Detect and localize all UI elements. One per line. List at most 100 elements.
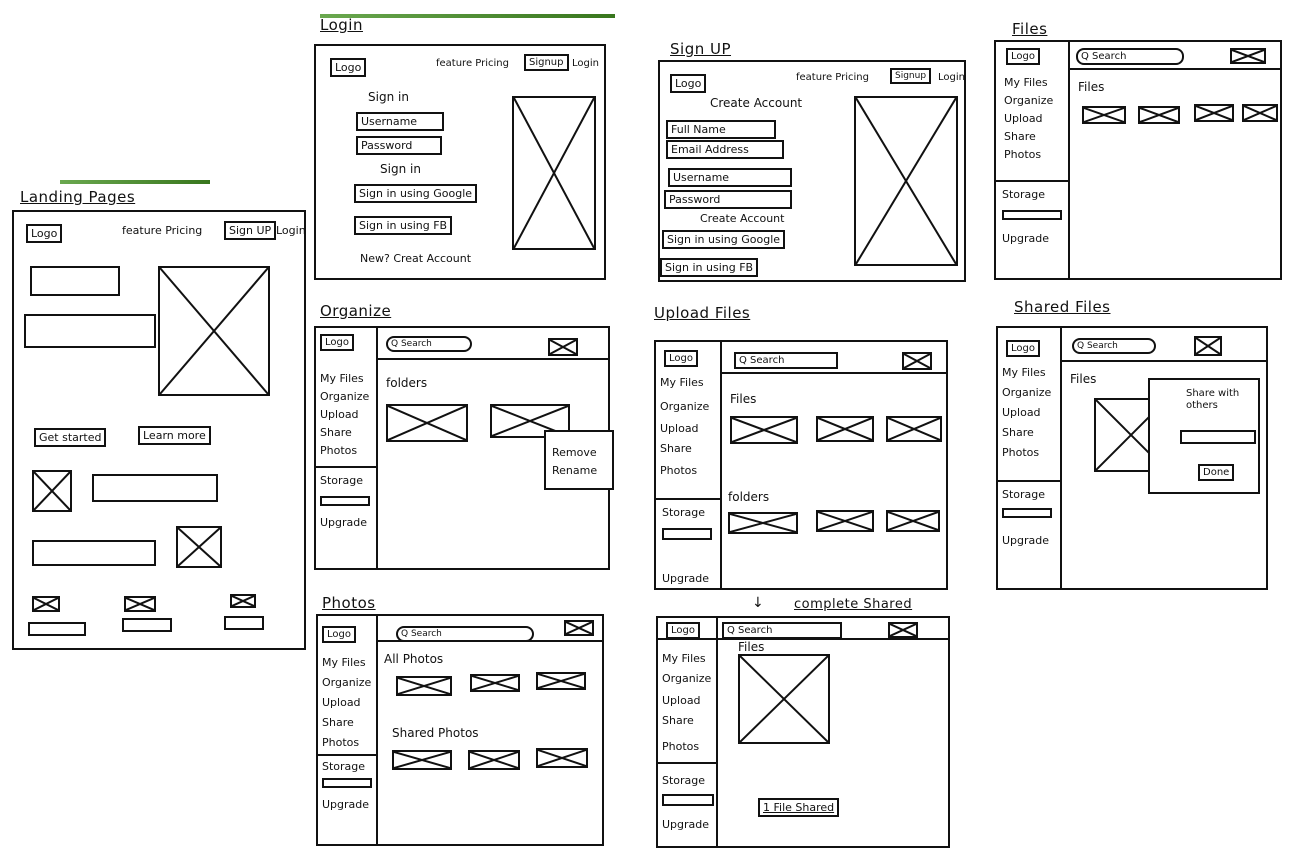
upgrade-link[interactable]: Upgrade — [662, 818, 710, 831]
mail-icon[interactable] — [1194, 336, 1222, 356]
sidebar-item-upload[interactable]: Upload — [660, 422, 699, 435]
logo[interactable]: Logo — [1006, 340, 1040, 357]
signup-button[interactable]: Signup — [524, 54, 569, 71]
sidebar-item-myfiles[interactable]: My Files — [322, 656, 366, 669]
sidebar-item-myfiles[interactable]: My Files — [1002, 366, 1046, 379]
file-thumbnail[interactable] — [886, 416, 942, 442]
mail-icon[interactable] — [902, 352, 932, 370]
search-input[interactable]: Q Search — [1072, 338, 1156, 354]
photo-thumbnail[interactable] — [470, 674, 520, 692]
sidebar-item-myfiles[interactable]: My Files — [1004, 76, 1048, 89]
upgrade-link[interactable]: Upgrade — [662, 572, 710, 585]
sidebar-item-organize[interactable]: Organize — [662, 672, 712, 685]
photo-thumbnail[interactable] — [536, 672, 586, 690]
learn-more-button[interactable]: Learn more — [138, 426, 211, 445]
sidebar-item-upload[interactable]: Upload — [1002, 406, 1041, 419]
folder-thumbnail[interactable] — [386, 404, 468, 442]
logo[interactable]: Logo — [322, 626, 356, 643]
create-account-label[interactable]: Create Account — [700, 212, 785, 225]
search-input[interactable]: Q Search — [734, 352, 838, 369]
sidebar-item-organize[interactable]: Organize — [320, 390, 370, 403]
login-link[interactable]: Login — [572, 58, 599, 69]
sidebar-item-upload[interactable]: Upload — [1004, 112, 1043, 125]
sidebar-item-photos[interactable]: Photos — [662, 740, 700, 753]
login-link[interactable]: Login — [276, 224, 306, 237]
sidebar-item-organize[interactable]: Organize — [660, 400, 710, 413]
fb-signin-button[interactable]: Sign in using FB — [660, 258, 759, 277]
sidebar-item-myfiles[interactable]: My Files — [320, 372, 364, 385]
file-thumbnail[interactable] — [730, 416, 798, 444]
photo-thumbnail[interactable] — [392, 750, 452, 770]
share-email-input[interactable] — [1180, 430, 1256, 444]
sidebar-item-photos[interactable]: Photos — [320, 444, 358, 457]
google-signin-button[interactable]: Sign in using Google — [354, 184, 478, 203]
sidebar-item-organize[interactable]: Organize — [1004, 94, 1054, 107]
upgrade-link[interactable]: Upgrade — [322, 798, 370, 811]
sidebar-item-photos[interactable]: Photos — [322, 736, 360, 749]
sidebar-item-share[interactable]: Share — [320, 426, 352, 439]
signup-button[interactable]: Sign UP — [224, 221, 277, 240]
folder-thumbnail[interactable] — [728, 512, 798, 534]
folder-thumbnail[interactable] — [816, 510, 874, 532]
username-field[interactable]: Username — [668, 168, 792, 187]
sidebar-item-share[interactable]: Share — [1004, 130, 1036, 143]
search-input[interactable]: Q Search — [722, 622, 842, 639]
fb-signin-button[interactable]: Sign in using FB — [354, 216, 453, 235]
upgrade-link[interactable]: Upgrade — [1002, 534, 1050, 547]
sidebar-item-photos[interactable]: Photos — [1004, 148, 1042, 161]
logo[interactable]: Logo — [320, 334, 354, 351]
sidebar-item-share[interactable]: Share — [662, 714, 694, 727]
logo[interactable]: Logo — [1006, 48, 1040, 65]
done-button[interactable]: Done — [1198, 464, 1235, 481]
logo[interactable]: Logo — [670, 74, 707, 93]
nav-links[interactable]: feature Pricing — [122, 224, 203, 237]
google-signin-button[interactable]: Sign in using Google — [662, 230, 786, 249]
logo[interactable]: Logo — [666, 622, 700, 639]
sidebar-item-photos[interactable]: Photos — [660, 464, 698, 477]
search-input[interactable]: Q Search — [1076, 48, 1184, 65]
password-field[interactable]: Password — [356, 136, 442, 155]
logo[interactable]: Logo — [664, 350, 698, 367]
file-thumbnail[interactable] — [1194, 104, 1234, 122]
file-thumbnail[interactable] — [816, 416, 874, 442]
sidebar-item-share[interactable]: Share — [660, 442, 692, 455]
file-thumbnail[interactable] — [1138, 106, 1180, 124]
sidebar-item-share[interactable]: Share — [1002, 426, 1034, 439]
sidebar-item-organize[interactable]: Organize — [322, 676, 372, 689]
mail-icon[interactable] — [548, 338, 578, 356]
sidebar-item-myfiles[interactable]: My Files — [660, 376, 704, 389]
rename-option[interactable]: Rename — [552, 464, 598, 477]
file-thumbnail[interactable] — [1242, 104, 1278, 122]
sidebar-item-photos[interactable]: Photos — [1002, 446, 1040, 459]
remove-option[interactable]: Remove — [552, 446, 597, 459]
email-field[interactable]: Email Address — [666, 140, 784, 159]
login-link[interactable]: Login — [938, 72, 965, 83]
signup-button[interactable]: Signup — [890, 68, 932, 84]
photo-thumbnail[interactable] — [396, 676, 452, 696]
folder-thumbnail[interactable] — [886, 510, 940, 532]
upgrade-link[interactable]: Upgrade — [1002, 232, 1050, 245]
full-name-field[interactable]: Full Name — [666, 120, 776, 139]
search-input[interactable]: Q Search — [386, 336, 472, 352]
sidebar-item-organize[interactable]: Organize — [1002, 386, 1052, 399]
get-started-button[interactable]: Get started — [34, 428, 107, 447]
password-field[interactable]: Password — [664, 190, 792, 209]
sidebar-item-myfiles[interactable]: My Files — [662, 652, 706, 665]
file-thumbnail[interactable] — [1082, 106, 1126, 124]
photo-thumbnail[interactable] — [468, 750, 520, 770]
sidebar-item-upload[interactable]: Upload — [320, 408, 359, 421]
nav-links[interactable]: feature Pricing — [436, 58, 509, 69]
logo[interactable]: Logo — [26, 224, 63, 243]
upgrade-link[interactable]: Upgrade — [320, 516, 368, 529]
photo-thumbnail[interactable] — [536, 748, 588, 768]
logo[interactable]: Logo — [330, 58, 367, 77]
sidebar-item-share[interactable]: Share — [322, 716, 354, 729]
file-thumbnail[interactable] — [738, 654, 830, 744]
mail-icon[interactable] — [564, 620, 594, 636]
mail-icon[interactable] — [888, 622, 918, 638]
mail-icon[interactable] — [1230, 48, 1266, 64]
username-field[interactable]: Username — [356, 112, 444, 131]
create-account-link[interactable]: New? Creat Account — [360, 252, 472, 265]
sidebar-item-upload[interactable]: Upload — [662, 694, 701, 707]
signin-label[interactable]: Sign in — [380, 162, 421, 176]
